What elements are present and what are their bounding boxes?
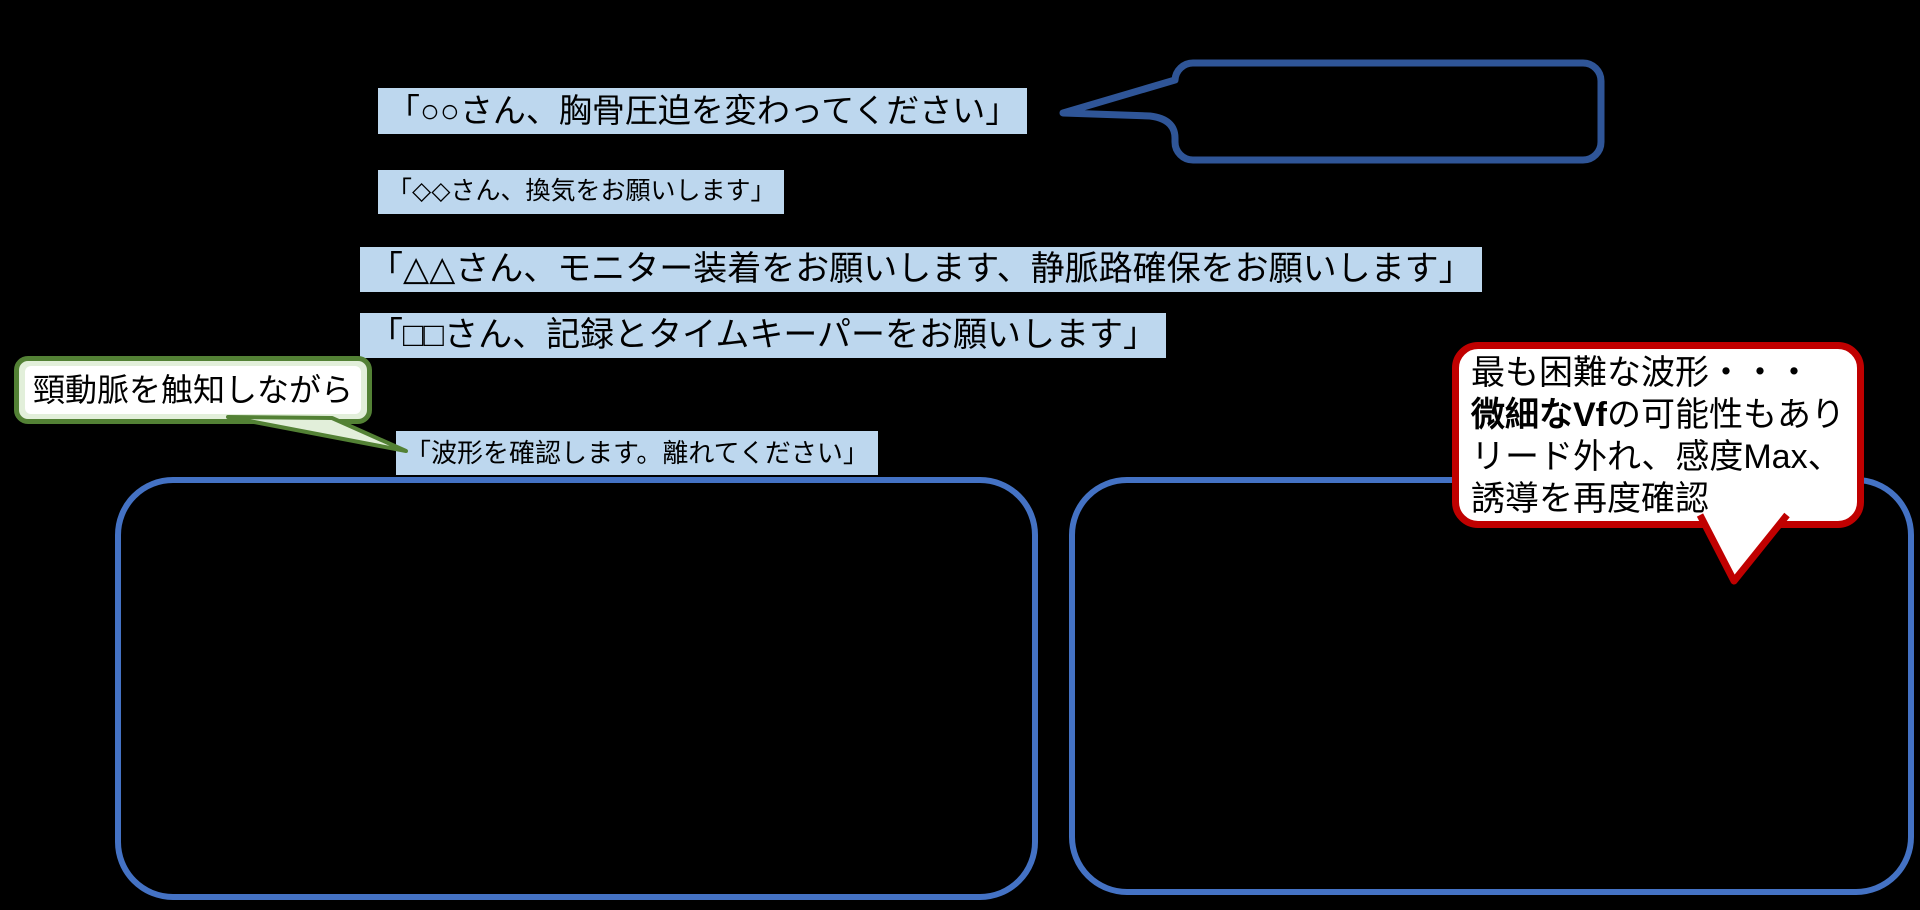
dialogue-line-monitor-iv: 「△△さん、モニター装着をお願いします、静脈路確保をお願いします」 [360,247,1482,292]
vf-callout-line-2: 微細なVfの可能性もあり [1471,394,1845,436]
left-panel [115,477,1038,900]
right-panel [1069,477,1914,895]
vf-callout: 最も困難な波形・・・ 微細なVfの可能性もあり リード外れ、感度Max、 誘導を… [1452,342,1864,528]
carotid-callout: 頸動脈を触知しながら [14,356,372,424]
carotid-callout-text: 頸動脈を触知しながら [25,366,361,414]
vf-callout-line-2-rest: の可能性もあり [1607,396,1845,434]
dialogue-line-compression-swap: 「○○さん、胸骨圧迫を変わってください」 [378,88,1028,134]
dialogue-line-recorder-timekeeper: 「□□さん、記録とタイムキーパーをお願いします」 [360,313,1167,358]
dialogue-line-rhythm-check: 「波形を確認します。離れてください」 [396,431,878,475]
vf-callout-line-1: 最も困難な波形・・・ [1471,354,1811,392]
leader-callout-bubble [1059,59,1605,164]
vf-callout-line-4: 誘導を再度確認 [1471,480,1709,518]
dialogue-line-ventilation: 「◇◇さん、換気をお願いします」 [378,170,785,214]
vf-callout-line-2-bold: 微細なVf [1471,396,1607,434]
vf-callout-line-3: リード外れ、感度Max、 [1471,438,1842,476]
